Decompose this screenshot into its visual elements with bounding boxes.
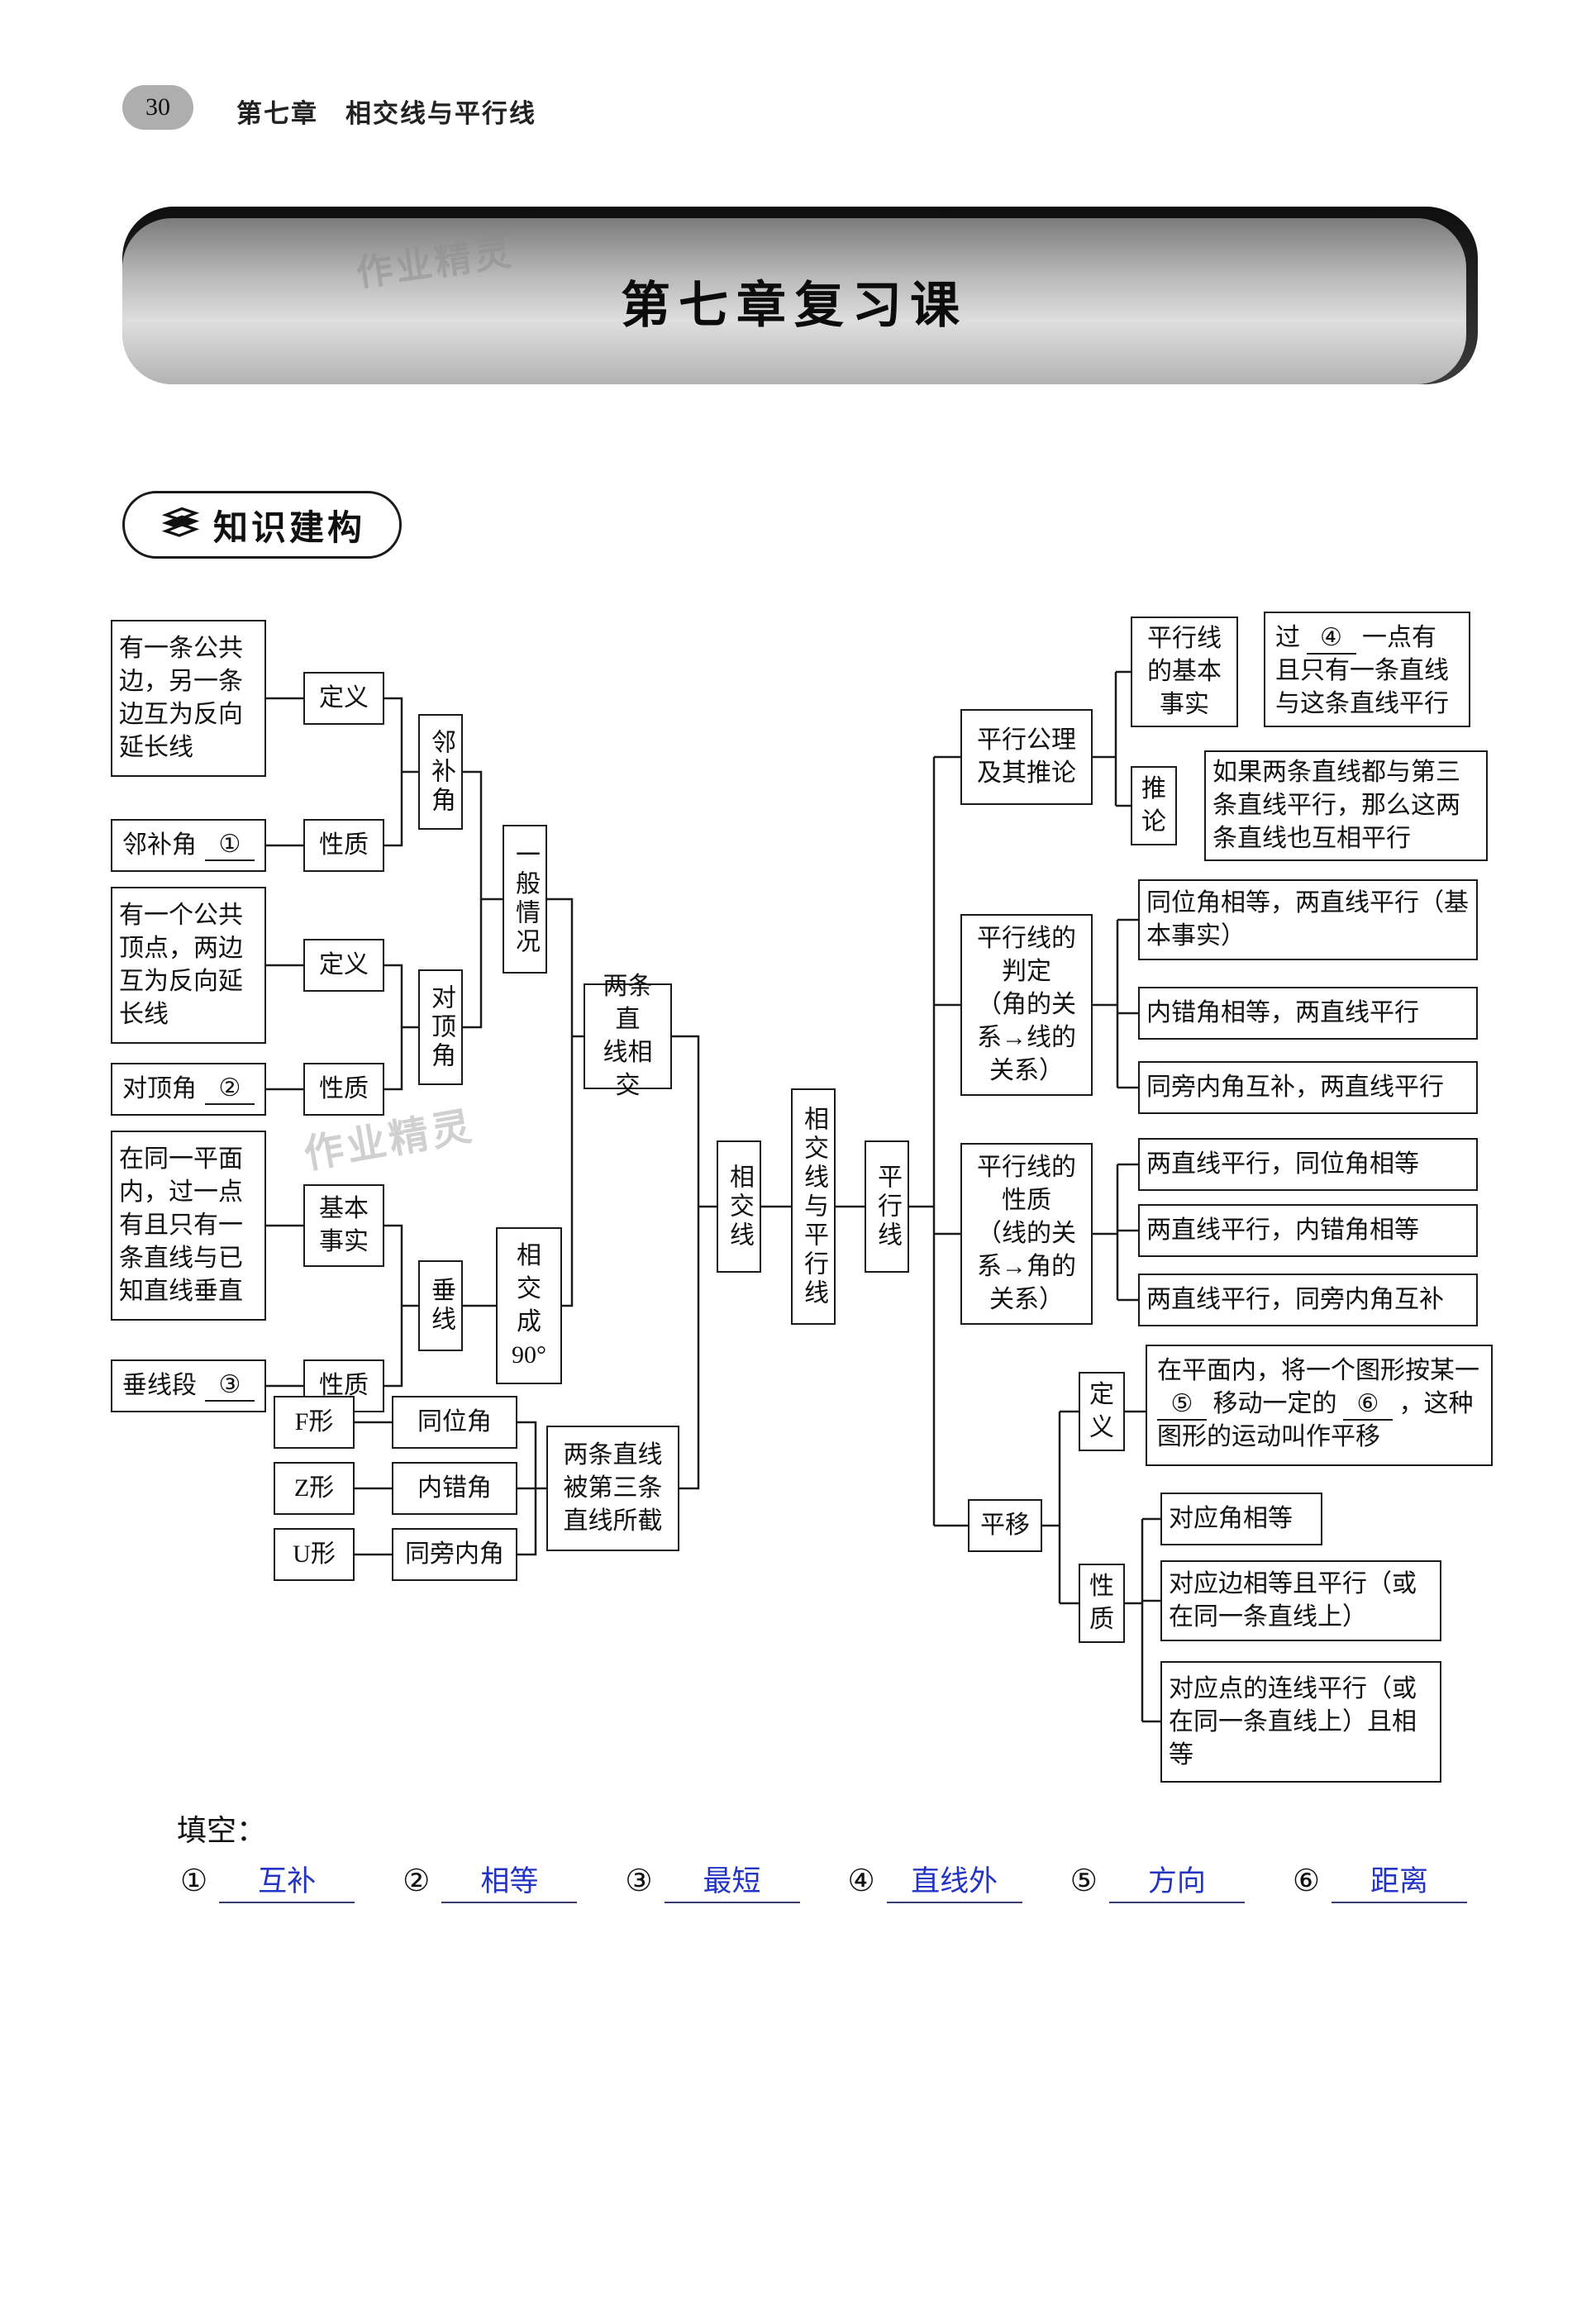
fill-item: ④ 直线外 [848, 1858, 1022, 1903]
section-badge: 知识建构 [122, 491, 402, 559]
node-translation-definition: 在平面内，将一个图形按某一 ⑤ 移动一定的 ⑥ ，这种图形的运动叫作平移 [1146, 1345, 1493, 1466]
statement-text: 移动一定的 [1212, 1390, 1337, 1417]
blank-answer: ④ [1306, 623, 1356, 655]
node-parallel-basic-fact: 平行线 的基本 事实 [1131, 617, 1238, 727]
section-title: 知识建构 [212, 509, 365, 548]
node-u-shape: U形 [274, 1528, 355, 1581]
chapter-header: 第七章 相交线与平行线 [236, 99, 536, 128]
node-alternate-interior-angles: 内错角 [392, 1462, 517, 1515]
fill-item: ⑥ 距离 [1292, 1858, 1468, 1903]
node-intersect-at-90: 相 交 成 90° [496, 1227, 562, 1384]
fill-number: ③ [625, 1864, 653, 1898]
fill-item: ③ 最短 [625, 1858, 800, 1903]
banner-title: 第七章复习课 [621, 279, 968, 333]
node-parallel-postulate: 平行公理 及其推论 [960, 709, 1093, 805]
fill-number: ④ [847, 1864, 875, 1898]
node-corresponding-angles: 同位角 [392, 1396, 517, 1449]
node-translation: 平移 [968, 1499, 1042, 1552]
node-judgment-corresponding: 同位角相等，两直线平行（基本事实） [1138, 879, 1478, 960]
fill-item: ② 相等 [403, 1858, 578, 1903]
node-parallel-properties: 平行线的 性质 （线的关 系→角的 关系） [960, 1143, 1093, 1325]
chapter-banner: 第七章复习课 [122, 207, 1478, 384]
node-property-same-side: 两直线平行，同旁内角互补 [1138, 1274, 1478, 1326]
chapter-banner-face: 第七章复习课 [122, 218, 1466, 384]
node-property-corresponding: 两直线平行，同位角相等 [1138, 1138, 1478, 1191]
fill-in-row: ① 互补 ② 相等 ③ 最短 ④ 直线外 ⑤ 方向 ⑥ 距离 [180, 1858, 1468, 1903]
blank-answer: ⑥ [1343, 1389, 1393, 1421]
statement-text: 过 [1275, 624, 1300, 651]
books-stack-icon [161, 507, 200, 537]
node-two-lines-intersect: 两条直 线相交 [584, 973, 672, 1099]
node-vertical-angle-property: 对顶角 ② [111, 1063, 266, 1116]
page-number: 30 [145, 93, 170, 121]
page-number-badge: 30 [122, 85, 193, 130]
node-vertical-angle-def-text: 有一个公共顶点，两边互为反向延长线 [111, 887, 266, 1044]
fill-number: ⑤ [1070, 1864, 1098, 1898]
fill-answer: 直线外 [886, 1858, 1022, 1903]
node-translation-property-tag: 性 质 [1079, 1564, 1125, 1643]
node-adjacent-angles: 邻补角 [418, 714, 463, 830]
node-f-shape: F形 [274, 1396, 355, 1449]
node-perpendicular-segment: 垂线段 ③ [111, 1359, 266, 1412]
fill-answer: 距离 [1332, 1858, 1468, 1903]
blank-answer: ⑤ [1157, 1389, 1207, 1421]
node-perpendicular-fact-text: 在同一平面内，过一点有且只有一条直线与已知直线垂直 [111, 1131, 266, 1321]
node-adjacent-angle-def-text: 有一条公共边，另一条边互为反向延长线 [111, 620, 266, 777]
node-corollary-statement: 如果两条直线都与第三条直线平行，那么这两条直线也互相平行 [1204, 750, 1488, 861]
statement-text: ，这种图形的运动叫作平移 [1157, 1390, 1474, 1450]
fill-number: ① [180, 1864, 208, 1898]
node-label: 邻补角 [122, 831, 197, 859]
node-property-tag: 性质 [303, 1063, 384, 1116]
statement-text: 一点有且只有一条直线与这条直线平行 [1275, 624, 1449, 717]
node-basic-fact-tag: 基本事实 [303, 1184, 384, 1267]
fill-answer: 最短 [664, 1858, 800, 1903]
node-label: 垂线段 [122, 1372, 197, 1399]
statement-text: 在平面内，将一个图形按某一 [1157, 1357, 1479, 1384]
node-two-lines-cut-by-third: 两条直线 被第三条 直线所截 [546, 1426, 679, 1551]
node-corollary-tag: 推 论 [1131, 766, 1177, 845]
blank-answer: ① [205, 830, 255, 861]
fill-answer: 相等 [441, 1858, 578, 1903]
node-z-shape: Z形 [274, 1462, 355, 1515]
blank-answer: ② [205, 1074, 255, 1105]
node-vertical-angles: 对顶角 [418, 969, 463, 1085]
blank-answer: ③ [205, 1370, 255, 1402]
node-translation-definition-tag: 定 义 [1079, 1372, 1125, 1451]
node-judgment-same-side: 同旁内角互补，两直线平行 [1138, 1061, 1478, 1114]
fill-number: ⑥ [1292, 1864, 1321, 1898]
fill-answer: 方向 [1108, 1858, 1245, 1903]
node-root-intersecting-and-parallel: 相交线与平行线 [791, 1088, 836, 1325]
node-corresponding-points: 对应点的连线平行（或在同一条直线上）且相等 [1160, 1661, 1441, 1783]
node-perpendicular-line: 垂线 [418, 1260, 463, 1351]
fill-in-label: 填空： [177, 1814, 267, 1847]
node-general-case: 一般情况 [503, 825, 547, 974]
node-property-tag: 性质 [303, 819, 384, 872]
node-judgment-alternate: 内错角相等，两直线平行 [1138, 987, 1478, 1040]
node-definition-tag: 定义 [303, 939, 384, 992]
node-through-point-parallel: 过 ④ 一点有且只有一条直线与这条直线平行 [1264, 612, 1470, 727]
fill-item: ⑤ 方向 [1070, 1858, 1245, 1903]
node-definition-tag: 定义 [303, 672, 384, 725]
node-adjacent-angle-property: 邻补角 ① [111, 819, 266, 872]
node-parallel-lines: 平行线 [865, 1140, 909, 1273]
node-property-alternate: 两直线平行，内错角相等 [1138, 1204, 1478, 1257]
fill-answer: 互补 [219, 1858, 355, 1903]
node-label: 对顶角 [122, 1075, 197, 1102]
node-corresponding-sides: 对应边相等且平行（或在同一条直线上） [1160, 1560, 1441, 1641]
node-intersecting-lines: 相交线 [717, 1140, 761, 1273]
node-same-side-interior-angles: 同旁内角 [392, 1528, 517, 1581]
node-corresponding-angles-equal: 对应角相等 [1160, 1493, 1322, 1545]
fill-number: ② [403, 1864, 431, 1898]
fill-item: ① 互补 [180, 1858, 355, 1903]
node-parallel-judgment: 平行线的 判定 （角的关 系→线的 关系） [960, 914, 1093, 1096]
